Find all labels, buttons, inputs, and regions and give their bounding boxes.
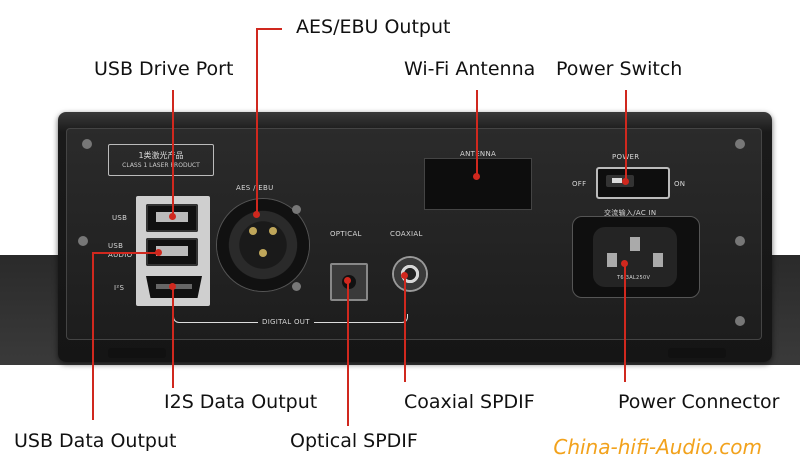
coaxial-label: COAXIAL: [390, 230, 423, 238]
digital-out-label: DIGITAL OUT: [258, 318, 314, 326]
power-switch-indicator: [612, 178, 622, 183]
usb-drive-dot: [169, 213, 176, 220]
power-switch[interactable]: [596, 167, 670, 199]
coaxial-line: [404, 276, 406, 382]
power-connector-dot: [621, 260, 628, 267]
callout-usb-drive-port: USB Drive Port: [94, 58, 234, 80]
optical-dot: [344, 277, 351, 284]
usb-data-dot: [155, 249, 162, 256]
watermark: China-hifi-Audio.com: [553, 435, 762, 459]
power-pin-left: [607, 253, 617, 267]
aes-ebu-line-h: [256, 28, 282, 30]
power-switch-line: [625, 90, 627, 182]
xlr-pin-1: [249, 227, 257, 235]
laser-badge-line1: 1类激光产品: [138, 151, 184, 160]
usb-data-line-v: [92, 252, 94, 420]
i2s-line: [172, 286, 174, 388]
laser-class-badge: 1类激光产品 CLASS 1 LASER PRODUCT: [108, 144, 214, 176]
power-connector-socket: T6.3AL250V: [593, 227, 677, 287]
power-connector-line: [624, 264, 626, 382]
aes-ebu-dot: [253, 211, 260, 218]
power-switch-dot: [622, 178, 629, 185]
laser-badge-line2: CLASS 1 LASER PRODUCT: [122, 162, 200, 169]
antenna-label: ANTENNA: [460, 150, 497, 158]
callout-power-switch: Power Switch: [556, 58, 683, 80]
coaxial-dot: [401, 272, 408, 279]
wifi-antenna-dot: [473, 173, 480, 180]
usb-data-line-h: [92, 252, 158, 254]
usb-drive-line: [172, 90, 174, 216]
aes-ebu-label: AES / EBU: [236, 184, 274, 192]
fuse-rating-label: T6.3AL250V: [617, 275, 651, 281]
xlr-pin-2: [269, 227, 277, 235]
xlr-screw-bottom: [292, 282, 301, 291]
usb-audio-label: USB AUDIO: [108, 242, 133, 259]
xlr-pin-3: [259, 249, 267, 257]
i2s-dot: [169, 283, 176, 290]
i2s-label: I²S: [114, 284, 125, 292]
callout-optical-spdif: Optical SPDIF: [290, 430, 418, 452]
ac-in-label: 交流输入/AC IN: [604, 209, 657, 217]
callout-coaxial-spdif: Coaxial SPDIF: [404, 391, 535, 413]
callout-aes-ebu-output: AES/EBU Output: [296, 16, 451, 38]
aes-ebu-xlr-connector[interactable]: [217, 199, 309, 291]
screw-top-right: [735, 139, 745, 149]
wifi-antenna-line: [476, 90, 478, 176]
optical-label: OPTICAL: [330, 230, 362, 238]
wifi-antenna-module: [424, 158, 532, 210]
screw-top-left: [82, 139, 92, 149]
coaxial-rca-port[interactable]: [394, 258, 426, 290]
callout-wifi-antenna: Wi-Fi Antenna: [404, 58, 536, 80]
screw-mid-right: [735, 236, 745, 246]
usb-audio-port-tongue: [156, 246, 188, 256]
callout-usb-data-output: USB Data Output: [14, 430, 177, 452]
power-connector[interactable]: T6.3AL250V: [572, 216, 700, 298]
power-pin-earth: [630, 237, 640, 251]
optical-line: [347, 280, 349, 426]
xlr-screw-top: [292, 205, 301, 214]
power-pin-right: [653, 253, 663, 267]
screw-mid-left: [78, 236, 88, 246]
aes-ebu-line-v: [256, 28, 258, 214]
usb-label: USB: [112, 214, 128, 222]
callout-power-connector: Power Connector: [618, 391, 780, 413]
power-switch-on-label: ON: [674, 180, 686, 188]
left-foot: [108, 348, 166, 358]
screw-bottom-right: [735, 316, 745, 326]
callout-i2s-data-output: I2S Data Output: [164, 391, 318, 413]
power-switch-off-label: OFF: [572, 180, 587, 188]
right-foot: [668, 348, 726, 358]
